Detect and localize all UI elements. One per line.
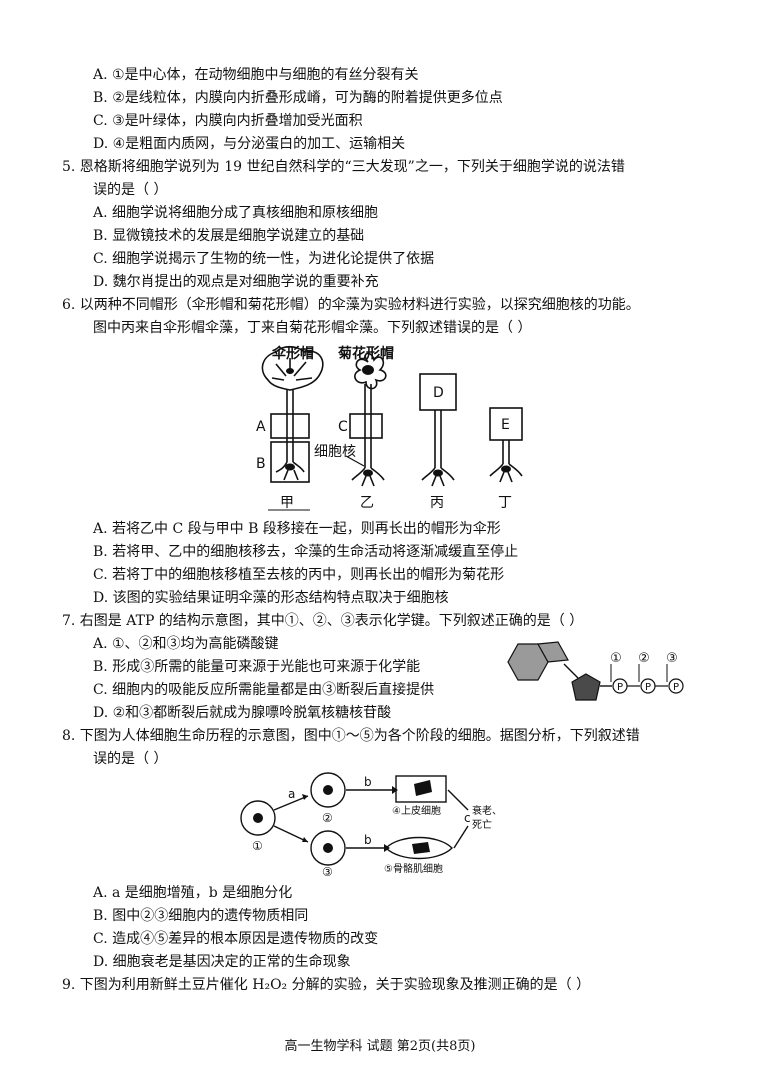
bond-label-3: ③ (666, 651, 678, 666)
label-e: E (501, 417, 510, 433)
q6-option-d: D. 该图的实验结果证明伞藻的形态结构特点取决于细胞核 (93, 590, 449, 606)
q4-option-d: D. ④是粗面内质网，与分泌蛋白的加工、运输相关 (93, 136, 406, 152)
label-jia: 甲 (280, 495, 294, 511)
segment-a-box (270, 413, 310, 439)
q8-option-a: A. a 是细胞增殖，b 是细胞分化 (93, 885, 293, 901)
cell-2 (310, 772, 346, 808)
q4-option-b: B. ②是线粒体，内膜向内折叠形成嵴，可为酶的附着提供更多位点 (93, 90, 503, 106)
muscle-cell (385, 836, 453, 860)
ribose-pentagon (571, 673, 601, 701)
label-yi: 乙 (360, 495, 374, 511)
segment-c-box (349, 413, 383, 439)
nucleus-jia (285, 463, 295, 471)
acetabularia-figure: 伞形帽 菊花形帽 A B C D E 细胞核 甲 乙 丙 丁 (256, 345, 523, 511)
label-a: A (256, 419, 266, 435)
label-bing: 丙 (430, 495, 444, 511)
q8-option-d: D. 细胞衰老是基因决定的正常的生命现象 (93, 954, 351, 970)
arrow-b-label-top: b (364, 775, 372, 789)
q8-stem-line2: 误的是（ ） (93, 751, 168, 767)
nucleus-bing (433, 469, 443, 477)
cell-1-label: ① (252, 839, 263, 853)
arrow-b-label-bottom: b (364, 833, 372, 847)
q9-stem: 9. 下图为利用新鲜土豆片催化 H₂O₂ 分解的实验，关于实验现象及推测正确的是… (62, 977, 591, 993)
q5-stem-line2: 误的是（ ） (93, 182, 168, 198)
atp-structure-figure: P P P ① ② ③ (507, 641, 684, 701)
q6-option-a: A. 若将乙中 C 段与甲中 B 段移接在一起，则再长出的帽形为伞形 (93, 521, 501, 537)
label-ding: 丁 (498, 495, 512, 511)
chrysanthemum-cap (354, 352, 387, 390)
death-label: 死亡 (472, 818, 492, 831)
phosphate-3: P (673, 682, 679, 693)
q5-option-b: B. 显微镜技术的发展是细胞学说建立的基础 (93, 228, 365, 244)
q4-option-a: A. ①是中心体，在动物细胞中与细胞的有丝分裂有关 (93, 67, 419, 83)
bond-label-1: ① (610, 651, 622, 666)
arrow-c-label: c (464, 811, 471, 825)
nucleus-yi (363, 469, 373, 477)
umbrella-cap (261, 345, 324, 391)
q8-option-b: B. 图中②③细胞内的遗传物质相同 (93, 908, 309, 924)
label-chrysanthemum-cap: 菊花形帽 (338, 345, 394, 362)
q7-option-b: B. 形成③所需的能量可来源于光能也可来源于化学能 (93, 659, 421, 675)
label-nucleus: 细胞核 (314, 444, 356, 460)
arrow-a-label: a (288, 787, 295, 801)
q7-option-a: A. ①、②和③均为高能磷酸键 (93, 636, 279, 652)
q8-option-c: C. 造成④⑤差异的根本原因是遗传物质的改变 (93, 931, 379, 947)
phosphate-groups (612, 678, 684, 694)
q5-option-d: D. 魏尔肖提出的观点是对细胞学说的重要补充 (93, 274, 379, 290)
q4-option-c: C. ③是叶绿体，内膜向内折叠增加受光面积 (93, 113, 363, 129)
q6-stem-line1: 6. 以两种不同帽形（伞形帽和菊花形帽）的伞藻为实验材料进行实验，以探究细胞核的… (62, 297, 640, 313)
segment-d-box (419, 373, 457, 411)
q6-stem-line2: 图中丙来自伞形帽伞藻，丁来自菊花形帽伞藻。下列叙述错误的是（ ） (93, 320, 532, 336)
cell-3-label: ③ (322, 865, 333, 878)
aging-label: 衰老、 (472, 804, 502, 817)
page-footer: 高一生物学科 试题 第2页(共8页) (284, 1039, 476, 1054)
bond-label-2: ② (638, 651, 650, 666)
q7-option-c: C. 细胞内的吸能反应所需能量都是由③断裂后直接提供 (93, 682, 435, 698)
q5-option-a: A. 细胞学说将细胞分成了真核细胞和原核细胞 (93, 205, 379, 221)
label-b: B (256, 456, 266, 472)
label-umbrella-cap: 伞形帽 (271, 345, 314, 362)
q6-option-b: B. 若将甲、乙中的细胞核移去，伞藻的生命活动将逐渐减缓直至停止 (93, 544, 519, 560)
label-d: D (433, 385, 444, 401)
q5-stem-line1: 5. 恩格斯将细胞学说列为 19 世纪自然科学的“三大发现”之一，下列关于细胞学… (62, 159, 625, 175)
q6-option-c: C. 若将丁中的细胞核移植至去核的丙中，则再长出的帽形为菊花形 (93, 567, 505, 583)
cell-lifecycle-figure: a b b c ① ② ③ ④上皮细胞 ⑤骨骼肌细胞 衰老、 死亡 (240, 772, 502, 878)
adenine-pentagon (537, 641, 569, 663)
muscle-cell-label: ⑤骨骼肌细胞 (384, 862, 443, 875)
cell-1 (240, 800, 276, 836)
epithelial-cell-label: ④上皮细胞 (392, 804, 441, 817)
phosphate-2: P (645, 682, 651, 693)
q5-option-c: C. 细胞学说揭示了生物的统一性，为进化论提供了依据 (93, 251, 435, 267)
segment-e-box (489, 407, 523, 441)
q7-option-d: D. ②和③都断裂后就成为腺嘌呤脱氧核糖核苷酸 (93, 705, 392, 721)
q7-stem: 7. 右图是 ATP 的结构示意图，其中①、②、③表示化学键。下列叙述正确的是（… (62, 613, 584, 629)
label-c: C (338, 419, 348, 435)
cell-3 (310, 830, 346, 866)
phosphate-1: P (617, 682, 623, 693)
cell-2-label: ② (322, 811, 333, 825)
segment-b-box (270, 441, 310, 483)
nucleus-ding (501, 465, 511, 473)
q8-stem-line1: 8. 下图为人体细胞生命历程的示意图，图中①～⑤为各个阶段的细胞。据图分析，下列… (62, 728, 640, 744)
